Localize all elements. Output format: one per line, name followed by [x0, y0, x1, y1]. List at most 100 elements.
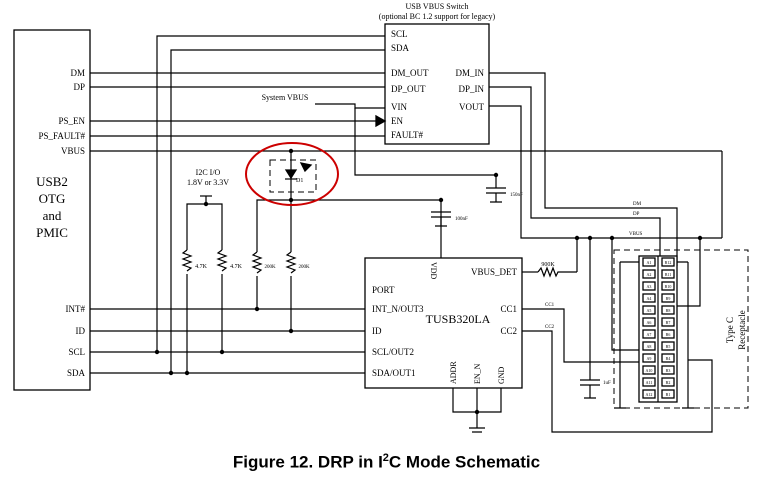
junction-dot: [438, 197, 444, 203]
receptacle-pin-label: A4: [647, 296, 652, 301]
receptacle-pin-box: [661, 341, 675, 351]
system-vbus-label: System VBUS: [262, 93, 309, 102]
pmic-pin-vbus: VBUS: [61, 146, 85, 156]
tusb-pin-scl: SCL/OUT2: [372, 347, 414, 357]
junction-dot: [154, 349, 160, 355]
receptacle-pin-box: [661, 377, 675, 387]
junction-dot: [184, 370, 190, 376]
junction-dot: [288, 148, 294, 154]
tusb-pin-en-n: EN_N: [473, 363, 482, 384]
receptacle-pin-label: B9: [666, 296, 671, 301]
receptacle-pin-box: [642, 269, 656, 279]
receptacle-pin-label: B2: [666, 380, 671, 385]
r200k-a-label: 200K: [264, 265, 276, 270]
wire-sda-up: [170, 49, 385, 373]
receptacle-pin-box: [661, 389, 675, 399]
wire-system-vbus: [315, 103, 385, 109]
tusb-chip-body: [364, 257, 523, 389]
capacitors: 150nF 100nF 1uF: [431, 187, 611, 399]
pmic-label-line1: USB2: [36, 174, 68, 189]
caption-superscript: 2: [382, 452, 389, 464]
d1-label: D1: [296, 178, 303, 184]
pmic-pin-int: INT#: [66, 304, 86, 314]
pmic-pin-dp: DP: [73, 82, 85, 92]
receptacle-pin-label: B3: [666, 368, 671, 373]
receptacle-pin-box: [642, 389, 656, 399]
receptacle-pin-label: B7: [666, 320, 671, 325]
pmic-label-line3: and: [43, 208, 62, 223]
receptacle-pin-label: B12: [665, 260, 672, 265]
receptacle-pin-box: [661, 365, 675, 375]
resistor-200k-a: [251, 251, 263, 274]
diode-icon: [284, 169, 298, 180]
c150nf-label: 150nF: [510, 193, 523, 198]
tusb-pin-sda: SDA/OUT1: [372, 368, 416, 378]
wire-cc1: [522, 308, 640, 363]
receptacle-pin-box: [661, 353, 675, 363]
receptacle-pin-label: A8: [647, 344, 652, 349]
junction-dot: [219, 349, 225, 355]
net-dm-label: DM: [633, 202, 642, 207]
en-arrow-icon: [375, 114, 387, 128]
receptacle-label-line2: Receptacle: [737, 310, 747, 349]
receptacle-pin-box: [661, 317, 675, 327]
highlight-circle: [245, 142, 339, 206]
net-vbus-label: VBUS: [629, 232, 643, 237]
receptacle-pin-box: [642, 317, 656, 327]
wire-vbus-b: [676, 238, 701, 307]
switch-title-line2: (optional BC 1.2 support for legacy): [379, 12, 496, 21]
tusb-pin-int: INT_N/OUT3: [372, 304, 424, 314]
usb-vbus-switch-block: USB VBUS Switch (optional BC 1.2 support…: [379, 2, 496, 145]
wire-vin-cap: [354, 108, 497, 188]
junction-dots: [154, 148, 703, 415]
capacitor-100nf-gnd: [435, 217, 447, 227]
pmic-pin-dm: DM: [70, 68, 85, 78]
tusb320la-block: PORT INT_N/OUT3 ID SCL/OUT2 SDA/OUT1 VBU…: [364, 257, 523, 389]
pmic-chip-body: [13, 29, 91, 391]
pmic-label-line2: OTG: [39, 191, 66, 206]
tusb-pin-vdd: VDD: [429, 262, 438, 280]
receptacle-pin-label: B8: [666, 308, 671, 313]
junction-dot: [697, 235, 703, 241]
figure-caption: Figure 12. DRP in I2C Mode Schematic: [0, 452, 773, 473]
junction-dot: [288, 328, 294, 334]
receptacle-pin-box: [661, 269, 675, 279]
net-cc1-label: CC1: [545, 303, 555, 308]
r900k-label: 900K: [541, 262, 555, 268]
capacitor-1uf-gnd: [584, 385, 596, 399]
receptacle-pin-label: B6: [666, 332, 671, 337]
receptacle-pin-label: A3: [647, 284, 652, 289]
resistor-47k-a: [181, 249, 193, 272]
receptacle-pin-label: A12: [646, 392, 653, 397]
r47k-b-label: 4.7K: [230, 264, 243, 270]
receptacle-pin-label: B4: [666, 356, 671, 361]
switch-pin-dm-out: DM_OUT: [391, 68, 429, 78]
receptacle-routing: DM DP VBUS 900K CC1 CC2: [489, 72, 723, 433]
receptacle-pin-label: B10: [665, 284, 672, 289]
switch-pin-vin: VIN: [391, 102, 407, 112]
receptacle-pin-box: [661, 281, 675, 291]
junction-dot: [254, 306, 260, 312]
pmic-pin-ps-en: PS_EN: [58, 116, 85, 126]
wire-dp-route: [489, 86, 661, 300]
junction-dot: [288, 197, 294, 203]
tusb-pin-addr: ADDR: [449, 361, 458, 384]
receptacle-pin-label: A6: [647, 320, 652, 325]
resistor-900k: [537, 266, 577, 278]
receptacle-label-line1: Type C: [725, 317, 735, 343]
receptacle-pin-box: [661, 293, 675, 303]
pmic-pin-ps-fault: PS_FAULT#: [38, 131, 85, 141]
junction-dot: [493, 172, 499, 178]
capacitor-150nf: [486, 187, 506, 194]
tusb-pin-port: PORT: [372, 285, 395, 295]
caption-suffix: C Mode Schematic: [388, 452, 541, 472]
d1-dashed-outline: [269, 159, 317, 193]
tusb-pin-gnd: GND: [497, 366, 506, 384]
receptacle-pin-label: B11: [665, 272, 672, 277]
wire-tusb-bottom: [452, 388, 502, 413]
switch-pin-dp-out: DP_OUT: [391, 84, 426, 94]
pullup-network: I2C I/O 1.8V or 3.3V 4.7K 4.7K 200K 200K: [181, 168, 442, 373]
wire-gnd-right: [676, 261, 694, 409]
receptacle-pin-label: A1: [647, 260, 652, 265]
